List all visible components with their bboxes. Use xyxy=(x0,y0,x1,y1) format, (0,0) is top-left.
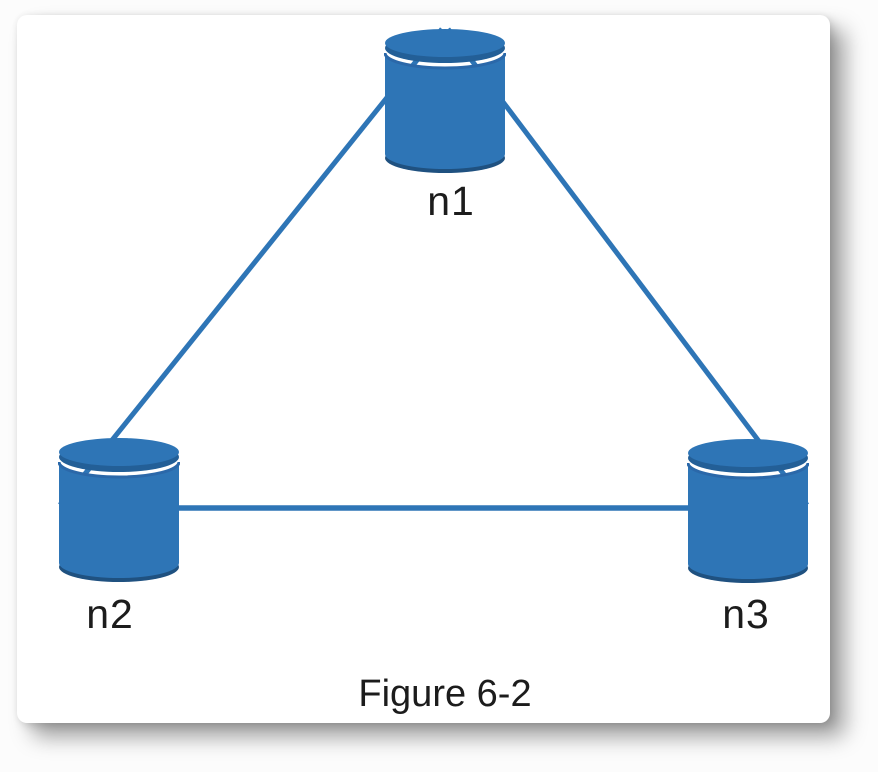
database-node-n2 xyxy=(58,437,180,583)
edge-n1-n3 xyxy=(446,27,809,507)
cylinder-body xyxy=(688,463,808,579)
database-node-n3 xyxy=(687,438,809,584)
cylinder-body xyxy=(385,53,505,169)
cylinder-body-top-edge xyxy=(687,462,809,480)
database-cylinder-icon xyxy=(58,438,180,582)
cylinder-body-top-edge xyxy=(384,52,506,70)
database-cylinder-icon xyxy=(384,29,506,173)
cylinder-lid xyxy=(385,29,505,57)
database-cylinder-icon xyxy=(687,439,809,583)
cylinder-body xyxy=(59,462,179,578)
database-node-n1 xyxy=(384,28,506,174)
edges-layer xyxy=(58,27,809,511)
figure-card: n1 n2 n3 Figure 6-2 xyxy=(17,15,830,723)
cylinder-lid xyxy=(688,439,808,467)
cylinder-lid xyxy=(59,438,179,466)
edge-n1-n2 xyxy=(58,27,444,507)
node-label-n3: n3 xyxy=(722,591,770,637)
figure-caption: Figure 6-2 xyxy=(358,673,532,715)
node-label-n1: n1 xyxy=(427,178,475,224)
cylinder-body-top-edge xyxy=(58,461,180,479)
node-label-n2: n2 xyxy=(86,591,134,637)
